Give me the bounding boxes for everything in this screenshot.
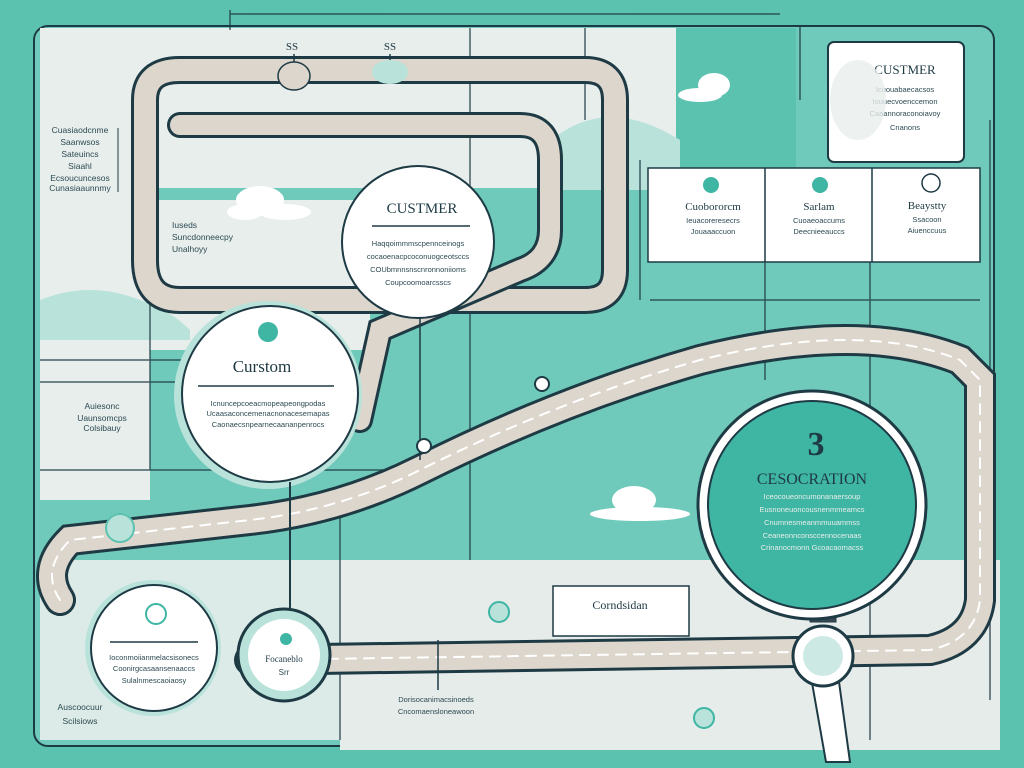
svg-text:Cuoaeoaccums: Cuoaeoaccums — [793, 216, 845, 225]
svg-text:Ceaneonnconsccennocenaas: Ceaneonnconsccennocenaas — [763, 531, 862, 540]
left-mid-text: Iuseds Suncdonneecpy Unalhoyy — [172, 220, 234, 254]
svg-text:Caonaecsnpearnecaananpenrocs: Caonaecsnpearnecaananpenrocs — [212, 420, 325, 429]
hill-left — [40, 290, 190, 340]
cloud-icon — [227, 186, 311, 220]
info-card-2: Sarlam Cuoaeoaccums Deecnieeauccs — [793, 177, 845, 236]
svg-text:Saanwsos: Saanwsos — [60, 137, 99, 147]
svg-text:cocaoenacpcoconuogceotsccs: cocaoenacpcoconuogceotsccs — [367, 252, 469, 261]
svg-text:Beaystty: Beaystty — [908, 200, 947, 212]
top-left-pin: SS — [277, 41, 311, 91]
svg-text:Cncomaensloneawoon: Cncomaensloneawoon — [398, 707, 474, 716]
svg-text:Auiesonc: Auiesonc — [85, 401, 121, 411]
svg-text:Coonirgcasaansenaaccs: Coonirgcasaansenaaccs — [113, 664, 195, 673]
conclusion-label: Corndsidan — [592, 598, 647, 612]
svg-text:Cnanons: Cnanons — [890, 123, 920, 132]
bottom-text: Dorisocanimacsinoeds Cncomaensloneawoon — [398, 640, 474, 716]
cloud-icon — [590, 486, 690, 521]
svg-text:COUbmnnsnscnronnoniioms: COUbmnnsnscnronnoniioms — [370, 265, 466, 274]
svg-text:Suncdonneecpy: Suncdonneecpy — [172, 232, 234, 242]
svg-text:Jouaaaccuon: Jouaaaccuon — [691, 227, 736, 236]
svg-text:Ioconmoiianmelacsisonecs: Ioconmoiianmelacsisonecs — [109, 653, 199, 662]
info-card-3: Beaystty Ssacoon Aiuenccuus — [908, 173, 947, 235]
cloud-icon — [678, 73, 730, 102]
magnifier-title: CESOCRATION — [757, 471, 868, 488]
customer-bubble: CUSTMER Haqqoimmmscpennceinogs cocaoenac… — [341, 165, 495, 460]
svg-text:Sarlam: Sarlam — [803, 201, 835, 213]
custom-circle-title: Curstom — [233, 357, 292, 376]
svg-text:Ieuacoreresecrs: Ieuacoreresecrs — [686, 216, 740, 225]
svg-text:Uaunsomcps: Uaunsomcps — [77, 413, 127, 423]
top-card-title: CUSTMER — [874, 62, 936, 77]
top-left-tag: SS — [286, 41, 298, 53]
svg-text:Sateuincs: Sateuincs — [61, 149, 98, 159]
svg-text:Eusnoneuoncousnenmmeamcs: Eusnoneuoncousnenmmeamcs — [759, 505, 864, 514]
custom-circle: Curstom Icnuncepcoeacmopeapeongpodas Uca… — [174, 301, 362, 610]
info-cards-row: Cuobororcm Ieuacoreresecrs Jouaaaccuon S… — [647, 167, 981, 263]
conclusion-box: Corndsidan — [552, 585, 690, 637]
small-info-circle: Ioconmoiianmelacsisonecs Coonirgcasaanse… — [85, 580, 221, 716]
svg-text:Cunasiaaunnmy: Cunasiaaunnmy — [49, 183, 111, 193]
svg-text:Iceocoueoncumonanaersoup: Iceocoueoncumonanaersoup — [764, 492, 861, 501]
svg-text:Caaannoraconoiavoy: Caaannoraconoiavoy — [870, 109, 941, 118]
svg-text:Unalhoyy: Unalhoyy — [172, 244, 208, 254]
svg-text:Ecsoucuncesos: Ecsoucuncesos — [50, 173, 110, 183]
svg-text:Cuobororcm: Cuobororcm — [685, 201, 741, 213]
svg-text:Deecnieeauccs: Deecnieeauccs — [793, 227, 845, 236]
svg-text:Ssacoon: Ssacoon — [912, 215, 941, 224]
svg-text:Scilsiows: Scilsiows — [63, 716, 98, 726]
svg-text:Siaahl: Siaahl — [68, 161, 92, 171]
top-customer-card: CUSTMER Icuouabaecacsos Iouuecvoenccemon… — [827, 41, 965, 163]
svg-text:Haqqoimmmscpennceinogs: Haqqoimmmscpennceinogs — [372, 239, 465, 248]
svg-text:Cuasiaodcnme: Cuasiaodcnme — [52, 125, 109, 135]
magnifier-icon: 3 CESOCRATION Iceocoueoncumonanaersoup E… — [696, 389, 928, 763]
custom-icon — [258, 322, 278, 342]
svg-text:Aiuenccuus: Aiuenccuus — [908, 226, 947, 235]
svg-text:Iuseds: Iuseds — [172, 220, 197, 230]
svg-text:Sulalnmescaoiaosy: Sulalnmescaoiaosy — [122, 676, 187, 685]
lens-title: Focaneblo — [265, 654, 303, 664]
left-lower-text: Auiesonc Uaunsomcps Colsibauy — [77, 401, 127, 433]
info-card-1: Cuobororcm Ieuacoreresecrs Jouaaaccuon — [685, 177, 741, 236]
svg-text:Auscoocuur: Auscoocuur — [58, 702, 103, 712]
lens-circle: Focaneblo Srr — [236, 607, 332, 703]
svg-text:Icnuncepcoeacmopeapeongpodas: Icnuncepcoeacmopeapeongpodas — [211, 399, 326, 408]
small-circle-icon — [145, 603, 167, 625]
magnifier-number: 3 — [808, 426, 825, 463]
card-icon — [703, 177, 719, 193]
bottom-left-text: Auscoocuur Scilsiows — [58, 702, 103, 726]
svg-text:Crinanocmonn Gcoacaomacss: Crinanocmonn Gcoacaomacss — [761, 543, 864, 552]
journey-road — [36, 56, 996, 676]
svg-text:Dorisocanimacsinoeds: Dorisocanimacsinoeds — [398, 695, 474, 704]
svg-text:Coupcoomoarcsscs: Coupcoomoarcsscs — [385, 278, 451, 287]
svg-text:Iouuecvoenccemon: Iouuecvoenccemon — [872, 97, 937, 106]
customer-bubble-title: CUSTMER — [387, 201, 458, 217]
top-right-tag: SS — [384, 41, 396, 53]
lens-sub: Srr — [279, 668, 290, 677]
svg-text:Cnumnesmeanmmuuammss: Cnumnesmeanmmuuammss — [764, 518, 860, 527]
top-right-pin: SS — [372, 41, 408, 84]
lens-icon — [280, 633, 292, 645]
card-icon — [812, 177, 828, 193]
svg-text:Ucaasaconcemenacnonacesemapas: Ucaasaconcemenacnonacesemapas — [207, 409, 330, 418]
card-icon — [921, 173, 941, 193]
svg-text:Icuouabaecacsos: Icuouabaecacsos — [876, 85, 935, 94]
svg-text:Colsibauy: Colsibauy — [83, 423, 121, 433]
left-column-text: Cuasiaodcnme Saanwsos Sateuincs Siaahl E… — [49, 125, 119, 193]
